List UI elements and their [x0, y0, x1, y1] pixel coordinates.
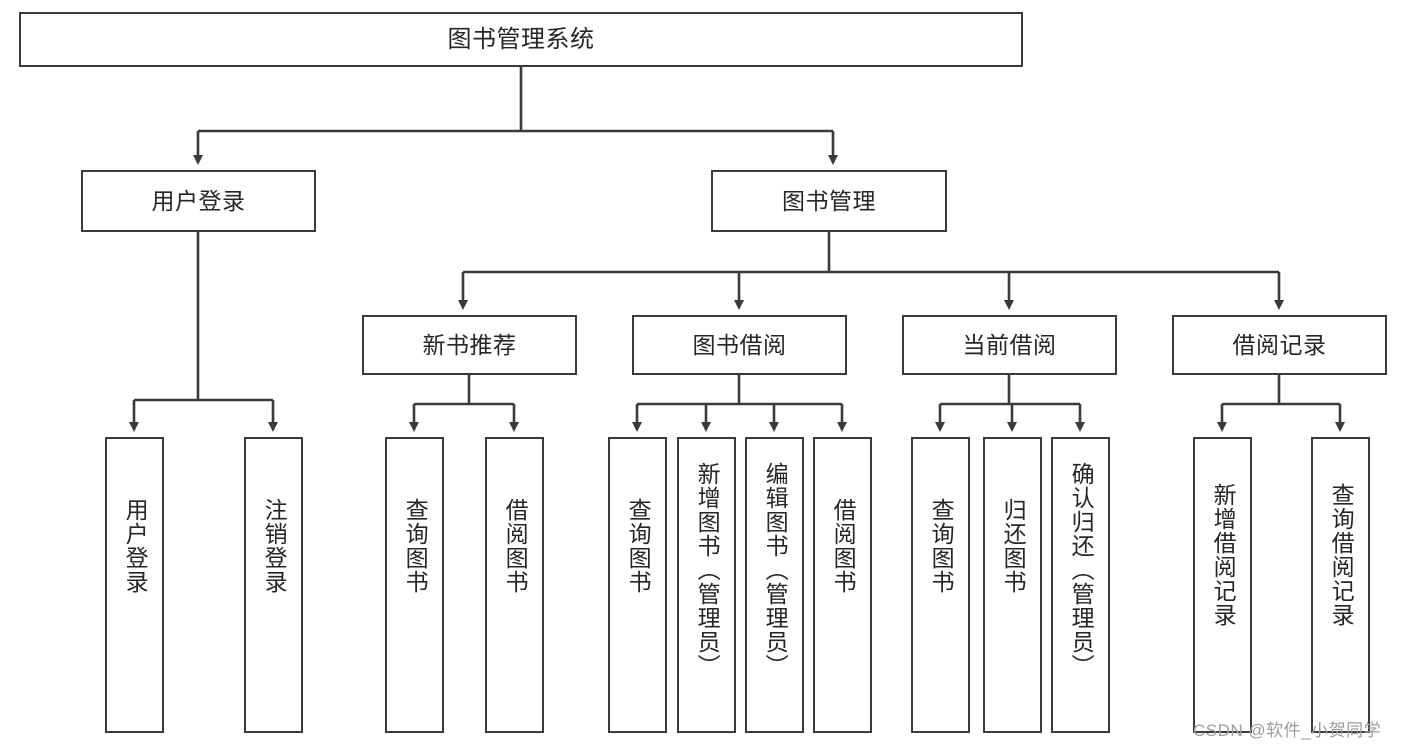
node-leaf-query-book-2-label: 查询图书	[625, 497, 652, 594]
node-leaf-logout[interactable]: 注销登录	[244, 437, 303, 733]
node-leaf-borrow-book-1[interactable]: 借阅图书	[485, 437, 544, 733]
node-leaf-query-book-1[interactable]: 查询图书	[385, 437, 444, 733]
node-user-login[interactable]: 用户登录	[81, 170, 316, 232]
node-leaf-edit-book[interactable]: 编辑图书（管理员）	[745, 437, 804, 733]
node-leaf-borrow-book-2-label: 借阅图书	[830, 497, 857, 594]
node-leaf-borrow-book-1-label: 借阅图书	[502, 497, 529, 594]
node-leaf-confirm-return-label: 确认归还（管理员）	[1068, 461, 1095, 678]
node-book-management[interactable]: 图书管理	[711, 170, 947, 232]
node-borrow-record-label: 借阅记录	[1232, 331, 1327, 358]
node-new-book-recommend-label: 新书推荐	[422, 331, 517, 358]
csdn-watermark: CSDN @软件_小贺同学	[1193, 721, 1382, 740]
node-leaf-add-book-label: 新增图书（管理员）	[694, 461, 721, 678]
node-leaf-borrow-book-2[interactable]: 借阅图书	[813, 437, 872, 733]
node-root-label: 图书管理系统	[447, 25, 595, 53]
node-leaf-query-record-label: 查询借阅记录	[1328, 483, 1355, 628]
node-book-borrow-label: 图书借阅	[692, 331, 787, 358]
node-leaf-return-book[interactable]: 归还图书	[983, 437, 1042, 733]
node-leaf-query-record[interactable]: 查询借阅记录	[1311, 437, 1370, 733]
node-leaf-query-book-3[interactable]: 查询图书	[911, 437, 970, 733]
node-leaf-add-record-label: 新增借阅记录	[1210, 483, 1237, 628]
node-book-borrow[interactable]: 图书借阅	[632, 315, 847, 375]
node-new-book-recommend[interactable]: 新书推荐	[362, 315, 577, 375]
node-leaf-logout-label: 注销登录	[261, 497, 288, 594]
node-leaf-confirm-return[interactable]: 确认归还（管理员）	[1051, 437, 1110, 733]
node-leaf-edit-book-label: 编辑图书（管理员）	[762, 461, 789, 678]
node-user-login-label: 用户登录	[151, 187, 246, 214]
node-root[interactable]: 图书管理系统	[19, 12, 1023, 67]
node-leaf-add-book[interactable]: 新增图书（管理员）	[677, 437, 736, 733]
node-borrow-record[interactable]: 借阅记录	[1172, 315, 1387, 375]
node-leaf-user-login[interactable]: 用户登录	[105, 437, 164, 733]
node-leaf-query-book-2[interactable]: 查询图书	[608, 437, 667, 733]
node-current-borrow-label: 当前借阅	[962, 331, 1057, 358]
node-leaf-add-record[interactable]: 新增借阅记录	[1193, 437, 1252, 733]
node-leaf-return-book-label: 归还图书	[1000, 497, 1027, 594]
node-leaf-query-book-1-label: 查询图书	[402, 497, 429, 594]
node-leaf-user-login-label: 用户登录	[122, 497, 149, 594]
node-book-management-label: 图书管理	[782, 187, 876, 214]
node-current-borrow[interactable]: 当前借阅	[902, 315, 1117, 375]
node-leaf-query-book-3-label: 查询图书	[928, 497, 955, 594]
